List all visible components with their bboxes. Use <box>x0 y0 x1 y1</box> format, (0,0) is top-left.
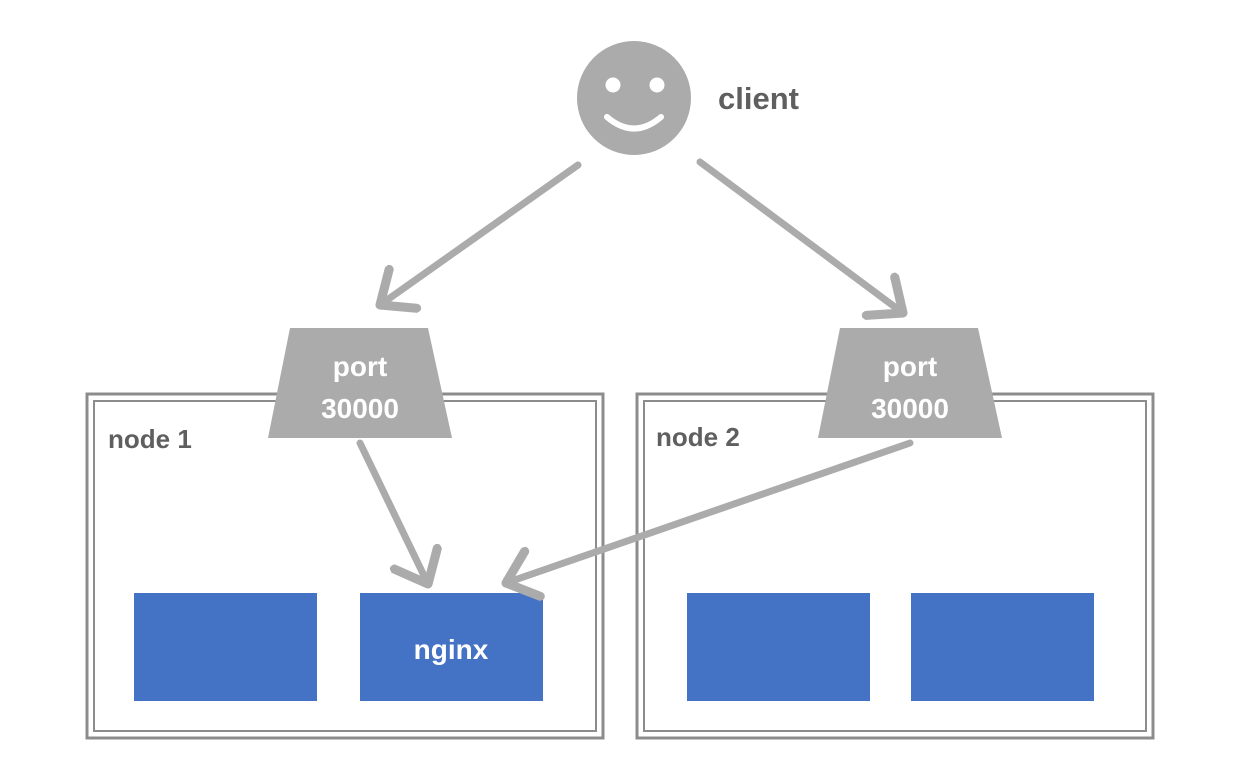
client-label: client <box>718 81 799 116</box>
node-2-port-label-line1: port <box>883 351 937 382</box>
node-2-port-shape <box>818 328 1002 438</box>
node-1-port-shape <box>268 328 452 438</box>
node-1-port-label-line2: 30000 <box>321 393 399 424</box>
node-1-pod-1 <box>134 593 317 701</box>
arrow-port-1-to-nginx <box>356 439 428 584</box>
arrow-client-to-port-2 <box>696 158 903 313</box>
node-1-label: node 1 <box>108 424 192 454</box>
arrow-port-2-to-nginx <box>506 439 914 583</box>
node-1-port-label-line1: port <box>333 351 387 382</box>
node-2-port-label-line2: 30000 <box>871 393 949 424</box>
smiley-face-icon <box>577 41 691 155</box>
node-1-pod-nginx <box>360 593 543 701</box>
arrow-client-to-port-1 <box>380 161 582 305</box>
node-2-label: node 2 <box>656 422 740 452</box>
nginx-pod-label: nginx <box>414 634 489 665</box>
node-2-pod-2 <box>911 593 1094 701</box>
node-2-pod-1 <box>687 593 870 701</box>
